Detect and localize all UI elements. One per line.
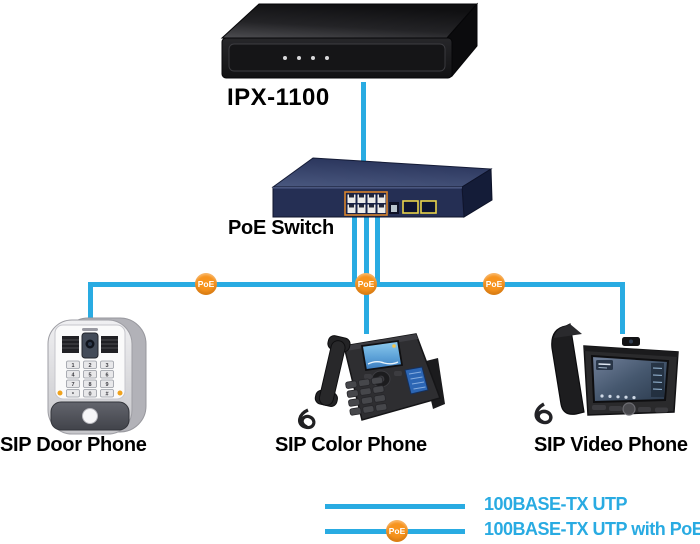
- keypad-key-9: 9: [105, 382, 108, 388]
- pbx-led-indicators: [283, 56, 329, 60]
- keypad-key-7: 7: [71, 382, 74, 388]
- video-phone-camera: [622, 337, 640, 346]
- keypad-key-0: 0: [88, 391, 91, 397]
- pbx-front-panel: [228, 43, 446, 72]
- ip-pbx-label: IPX-1100: [227, 84, 330, 111]
- poe-badge-video: PoE: [483, 273, 505, 295]
- video-phone-label: SIP Video Phone: [534, 434, 688, 456]
- cable-to-color-phone: [364, 287, 369, 334]
- door-phone-camera: [81, 332, 99, 359]
- video-phone-button-row: [592, 402, 668, 416]
- cable-to-video-phone: [620, 282, 625, 334]
- video-phone-screen: [590, 354, 670, 404]
- door-phone-illustration: 1 2 3 4 5 6 7 8 9 * 0 #: [47, 317, 147, 435]
- cable-switch-drop-right: [375, 215, 380, 287]
- pbx-top-face: [220, 3, 479, 39]
- video-phone-top-edge: [584, 346, 678, 357]
- color-phone-label: SIP Color Phone: [275, 434, 427, 456]
- cable-pbx-to-switch: [361, 82, 366, 168]
- color-phone-keypad: [345, 376, 388, 416]
- ip-pbx-device: [215, 2, 483, 86]
- cable-switch-drop-mid: [364, 215, 369, 287]
- poe-switch-label: PoE Switch: [228, 217, 334, 239]
- video-phone-handset: [551, 323, 585, 415]
- door-phone-label: SIP Door Phone: [0, 434, 147, 456]
- keypad-key-8: 8: [88, 382, 91, 388]
- sip-video-phone-device: [526, 320, 698, 430]
- legend-line-utp: [325, 504, 465, 509]
- video-phone-illustration: [534, 323, 679, 425]
- keypad-key-2: 2: [88, 363, 91, 369]
- sip-color-phone-device: [288, 324, 450, 430]
- keypad-key-3: 3: [105, 363, 108, 369]
- ip-pbx-illustration: [220, 2, 479, 79]
- poe-switch-device: [268, 150, 498, 222]
- legend-label-utp: 100BASE-TX UTP: [484, 494, 628, 514]
- color-phone-dss-screen: [404, 366, 429, 395]
- door-phone-call-icon: [57, 390, 63, 396]
- color-phone-screen: [360, 339, 404, 372]
- keypad-key-hash: #: [105, 391, 108, 397]
- door-phone-doorbell-button: [82, 408, 98, 424]
- keypad-key-6: 6: [105, 372, 108, 378]
- keypad-key-4: 4: [71, 372, 75, 378]
- color-phone-handset-cord: [298, 408, 316, 430]
- keypad-key-1: 1: [71, 363, 74, 369]
- keypad-key-5: 5: [88, 372, 91, 378]
- door-phone-key-icon: [117, 390, 123, 396]
- cable-switch-drop-left: [352, 215, 357, 287]
- color-phone-handset: [314, 335, 351, 407]
- switch-console-port: [389, 202, 399, 214]
- door-phone-brand-logo: [82, 328, 98, 331]
- color-phone-illustration: [298, 333, 445, 430]
- poe-switch-illustration: [271, 157, 493, 218]
- door-phone-keypad: 1 2 3 4 5 6 7 8 9 * 0 #: [66, 360, 114, 398]
- switch-top-face: [271, 157, 493, 188]
- cable-to-door-phone: [88, 282, 93, 322]
- door-phone-speaker-grilles: [62, 336, 118, 353]
- sip-door-phone-device: 1 2 3 4 5 6 7 8 9 * 0 #: [38, 316, 150, 436]
- switch-sfp-slots: [402, 200, 437, 214]
- poe-badge-color: PoE: [355, 273, 377, 295]
- legend-label-utp-poe: 100BASE-TX UTP with PoE: [484, 519, 700, 539]
- poe-badge-legend: PoE: [386, 520, 408, 542]
- keypad-key-star: *: [72, 392, 75, 398]
- poe-badge-door: PoE: [195, 273, 217, 295]
- switch-rj45-ports: [347, 194, 386, 213]
- video-phone-handset-cord: [534, 402, 553, 425]
